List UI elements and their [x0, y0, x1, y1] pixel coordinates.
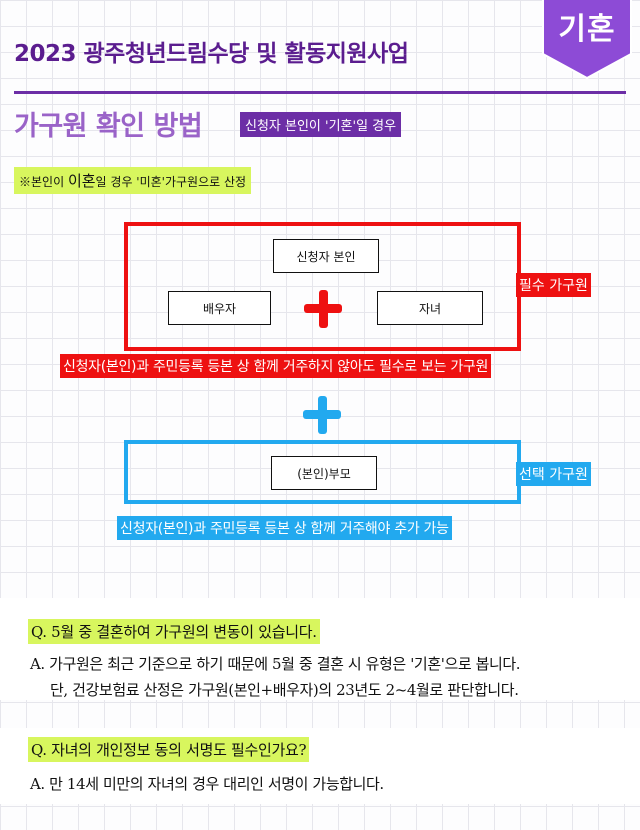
faq-item: Q. 5월 중 결혼하여 가구원의 변동이 있습니다. A. 가구원은 최근 기…	[0, 598, 640, 700]
section-title: 가구원 확인 방법	[14, 111, 203, 142]
faq-answer: A. 만 14세 미만의 자녀의 경우 대리인 서명이 가능합니다.	[30, 775, 384, 793]
children-box: 자녀	[377, 291, 483, 325]
faq-answer: A. 가구원은 최근 기준으로 하기 때문에 5월 중 결혼 시 유형은 '기혼…	[30, 655, 521, 673]
badge-label: 기혼	[558, 12, 616, 47]
faq-question: Q. 자녀의 개인정보 동의 서명도 필수인가요?	[28, 737, 310, 762]
required-members-label: 필수 가구원	[516, 273, 591, 297]
optional-members-box: (본인)부모	[124, 440, 521, 504]
faq-answer-detail: 단, 건강보험료 산정은 가구원(본인+배우자)의 23년도 2~4월로 판단합…	[50, 681, 519, 699]
note-prefix: ※본인이	[19, 175, 68, 189]
note-emphasis: 이혼	[67, 172, 96, 190]
faq-question: Q. 5월 중 결혼하여 가구원의 변동이 있습니다.	[28, 619, 320, 644]
optional-members-caption: 신청자(본인)과 주민등록 등본 상 함께 거주해야 추가 가능	[117, 516, 452, 540]
plus-icon	[303, 396, 341, 434]
plus-icon	[304, 290, 342, 328]
title-divider	[14, 91, 626, 94]
required-members-box: 신청자 본인 배우자 자녀	[124, 222, 521, 351]
note-suffix: 일 경우 '미혼'가구원으로 산정	[95, 175, 247, 189]
spouse-box: 배우자	[168, 291, 271, 325]
required-members-caption: 신청자(본인)과 주민등록 등본 상 함께 거주하지 않아도 필수로 보는 가구…	[60, 354, 492, 378]
optional-members-label: 선택 가구원	[516, 462, 591, 486]
parents-box: (본인)부모	[271, 456, 377, 490]
divorce-note: ※본인이 이혼일 경우 '미혼'가구원으로 산정	[14, 167, 252, 194]
applicant-box: 신청자 본인	[273, 239, 379, 273]
faq-item: Q. 자녀의 개인정보 동의 서명도 필수인가요? A. 만 14세 미만의 자…	[0, 728, 640, 804]
section-subtitle: 신청자 본인이 '기혼'일 경우	[240, 112, 402, 137]
ribbon-badge	[542, 0, 632, 80]
page-title: 2023 광주청년드림수당 및 활동지원사업	[14, 41, 409, 67]
